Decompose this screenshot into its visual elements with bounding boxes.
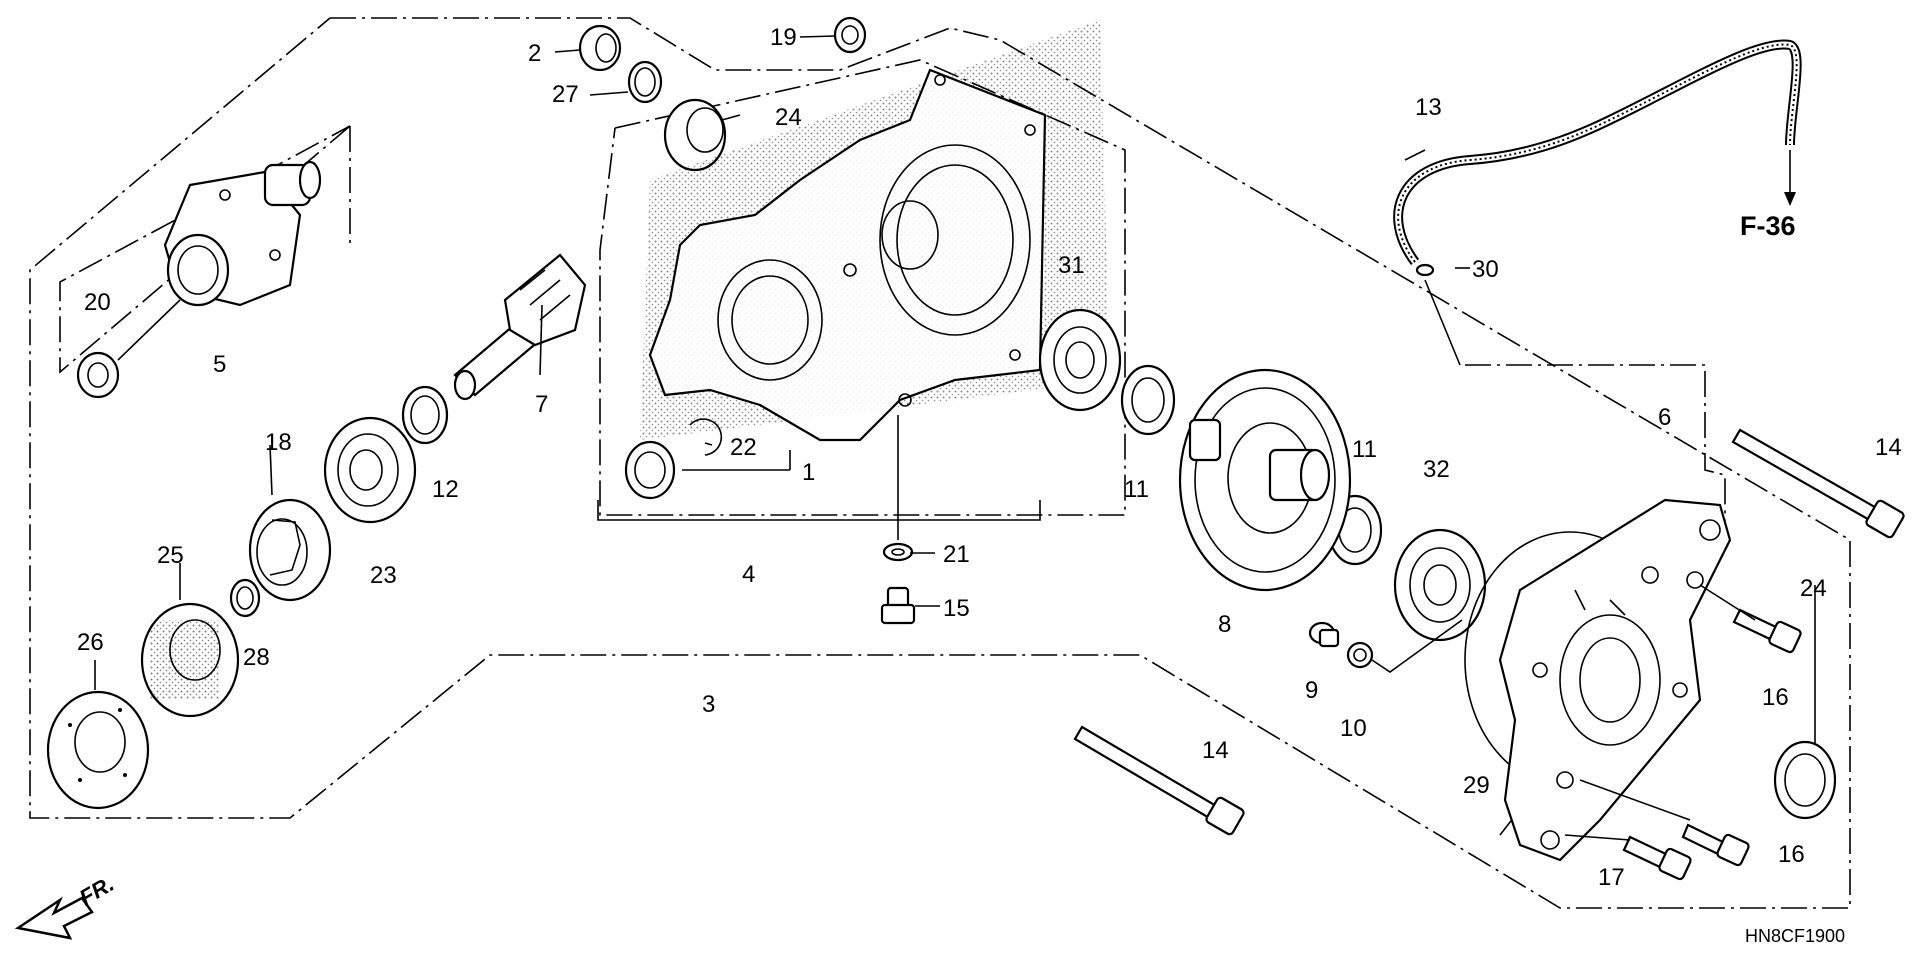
assembly-1-bracket xyxy=(597,500,1041,521)
callout-9: 9 xyxy=(1305,677,1318,704)
callout-6: 6 xyxy=(1658,404,1671,431)
callout-19: 19 xyxy=(770,24,797,51)
part-19-cap-nut xyxy=(833,16,867,54)
callout-22: 22 xyxy=(730,434,757,461)
callout-14-right: 14 xyxy=(1875,434,1902,461)
callout-8: 8 xyxy=(1218,611,1231,638)
part-2-bolt xyxy=(578,24,622,72)
callout-11-b: 11 xyxy=(1352,436,1377,463)
callout-16-lower: 16 xyxy=(1778,841,1805,868)
part-4-final-gear-case xyxy=(640,20,1110,442)
diagram-code: HN8CF1900 xyxy=(1745,926,1845,946)
part-24-oil-seal-right xyxy=(1773,740,1837,820)
part-18-lock-nut xyxy=(248,498,332,602)
callout-17: 17 xyxy=(1598,864,1625,891)
part-31-bearing xyxy=(1038,308,1122,412)
part-26-dust-seal xyxy=(46,690,150,810)
leader-16b xyxy=(1579,779,1691,821)
callout-14-bottom: 14 xyxy=(1202,737,1229,764)
callout-26: 26 xyxy=(77,629,104,656)
part-7-pinion-gear xyxy=(453,253,587,401)
part-10-washer xyxy=(1346,641,1374,669)
part-30-clip xyxy=(1415,263,1435,277)
part-8-ring-gear xyxy=(1178,368,1352,592)
callout-27: 27 xyxy=(552,81,579,108)
part-9-bolt xyxy=(1308,621,1340,648)
leader-lines xyxy=(94,35,1470,690)
leader-16a xyxy=(1699,584,1756,621)
part-22-circlip xyxy=(689,418,723,456)
callout-2: 2 xyxy=(528,40,541,67)
part-28-o-ring xyxy=(229,578,261,618)
part-11-oil-seal-a xyxy=(1120,364,1176,436)
part-20-nut xyxy=(76,351,120,399)
callout-5: 5 xyxy=(213,351,226,378)
part-16-bolt-lower xyxy=(1681,823,1750,867)
reference-label: F-36 xyxy=(1740,211,1796,241)
callout-25: 25 xyxy=(157,542,184,569)
part-17-bolt xyxy=(1622,835,1692,881)
leader-17 xyxy=(1564,834,1631,841)
callout-21: 21 xyxy=(943,541,970,568)
part-24-oil-seal-top xyxy=(663,98,727,172)
part-14-stud-bolt-bottom xyxy=(1073,725,1245,836)
callout-labels: 2 27 24 19 20 5 7 12 18 23 25 28 26 22 1… xyxy=(75,24,1902,946)
callout-1: 1 xyxy=(802,459,815,486)
part-13-breather-hose xyxy=(1393,39,1802,265)
part-12-oil-seal xyxy=(401,385,449,445)
part-21-washer xyxy=(882,542,914,562)
callout-30: 30 xyxy=(1472,256,1499,283)
leader-10 xyxy=(1371,619,1463,673)
callout-15: 15 xyxy=(943,595,970,622)
callout-10: 10 xyxy=(1340,715,1367,742)
part-23-bearing xyxy=(323,416,417,524)
callout-12: 12 xyxy=(432,476,459,503)
callout-4: 4 xyxy=(742,561,755,588)
arrow-to-f36 xyxy=(1784,150,1796,206)
part-25-oil-seal xyxy=(140,602,240,718)
callout-29: 29 xyxy=(1463,772,1490,799)
callout-18: 18 xyxy=(265,429,292,456)
callout-31: 31 xyxy=(1058,252,1085,279)
part-16-bolt-upper xyxy=(1732,608,1802,654)
part-1-bushing xyxy=(624,440,676,500)
callout-3: 3 xyxy=(702,691,715,718)
callout-24-right: 24 xyxy=(1800,575,1827,602)
callout-7: 7 xyxy=(535,391,548,418)
callout-32: 32 xyxy=(1423,456,1450,483)
callout-23: 23 xyxy=(370,562,397,589)
callout-11-a: 11 xyxy=(1124,476,1149,503)
callout-16-upper: 16 xyxy=(1762,684,1789,711)
part-14-stud-bolt-right xyxy=(1731,428,1905,539)
assembly-3-boundary xyxy=(29,17,1851,909)
callout-28: 28 xyxy=(243,644,270,671)
part-15-drain-bolt xyxy=(880,586,916,625)
callout-24-top: 24 xyxy=(775,104,802,131)
callout-13: 13 xyxy=(1415,94,1442,121)
leader-20 xyxy=(117,299,181,361)
part-27-o-ring xyxy=(627,60,663,104)
front-direction-arrow xyxy=(14,896,94,940)
leader-30 xyxy=(1424,279,1461,366)
callout-20: 20 xyxy=(84,289,111,316)
part-5-pinion-holder xyxy=(163,160,322,307)
part-6-gear-case-cover xyxy=(1498,498,1732,862)
part-32-bearing xyxy=(1393,528,1487,642)
